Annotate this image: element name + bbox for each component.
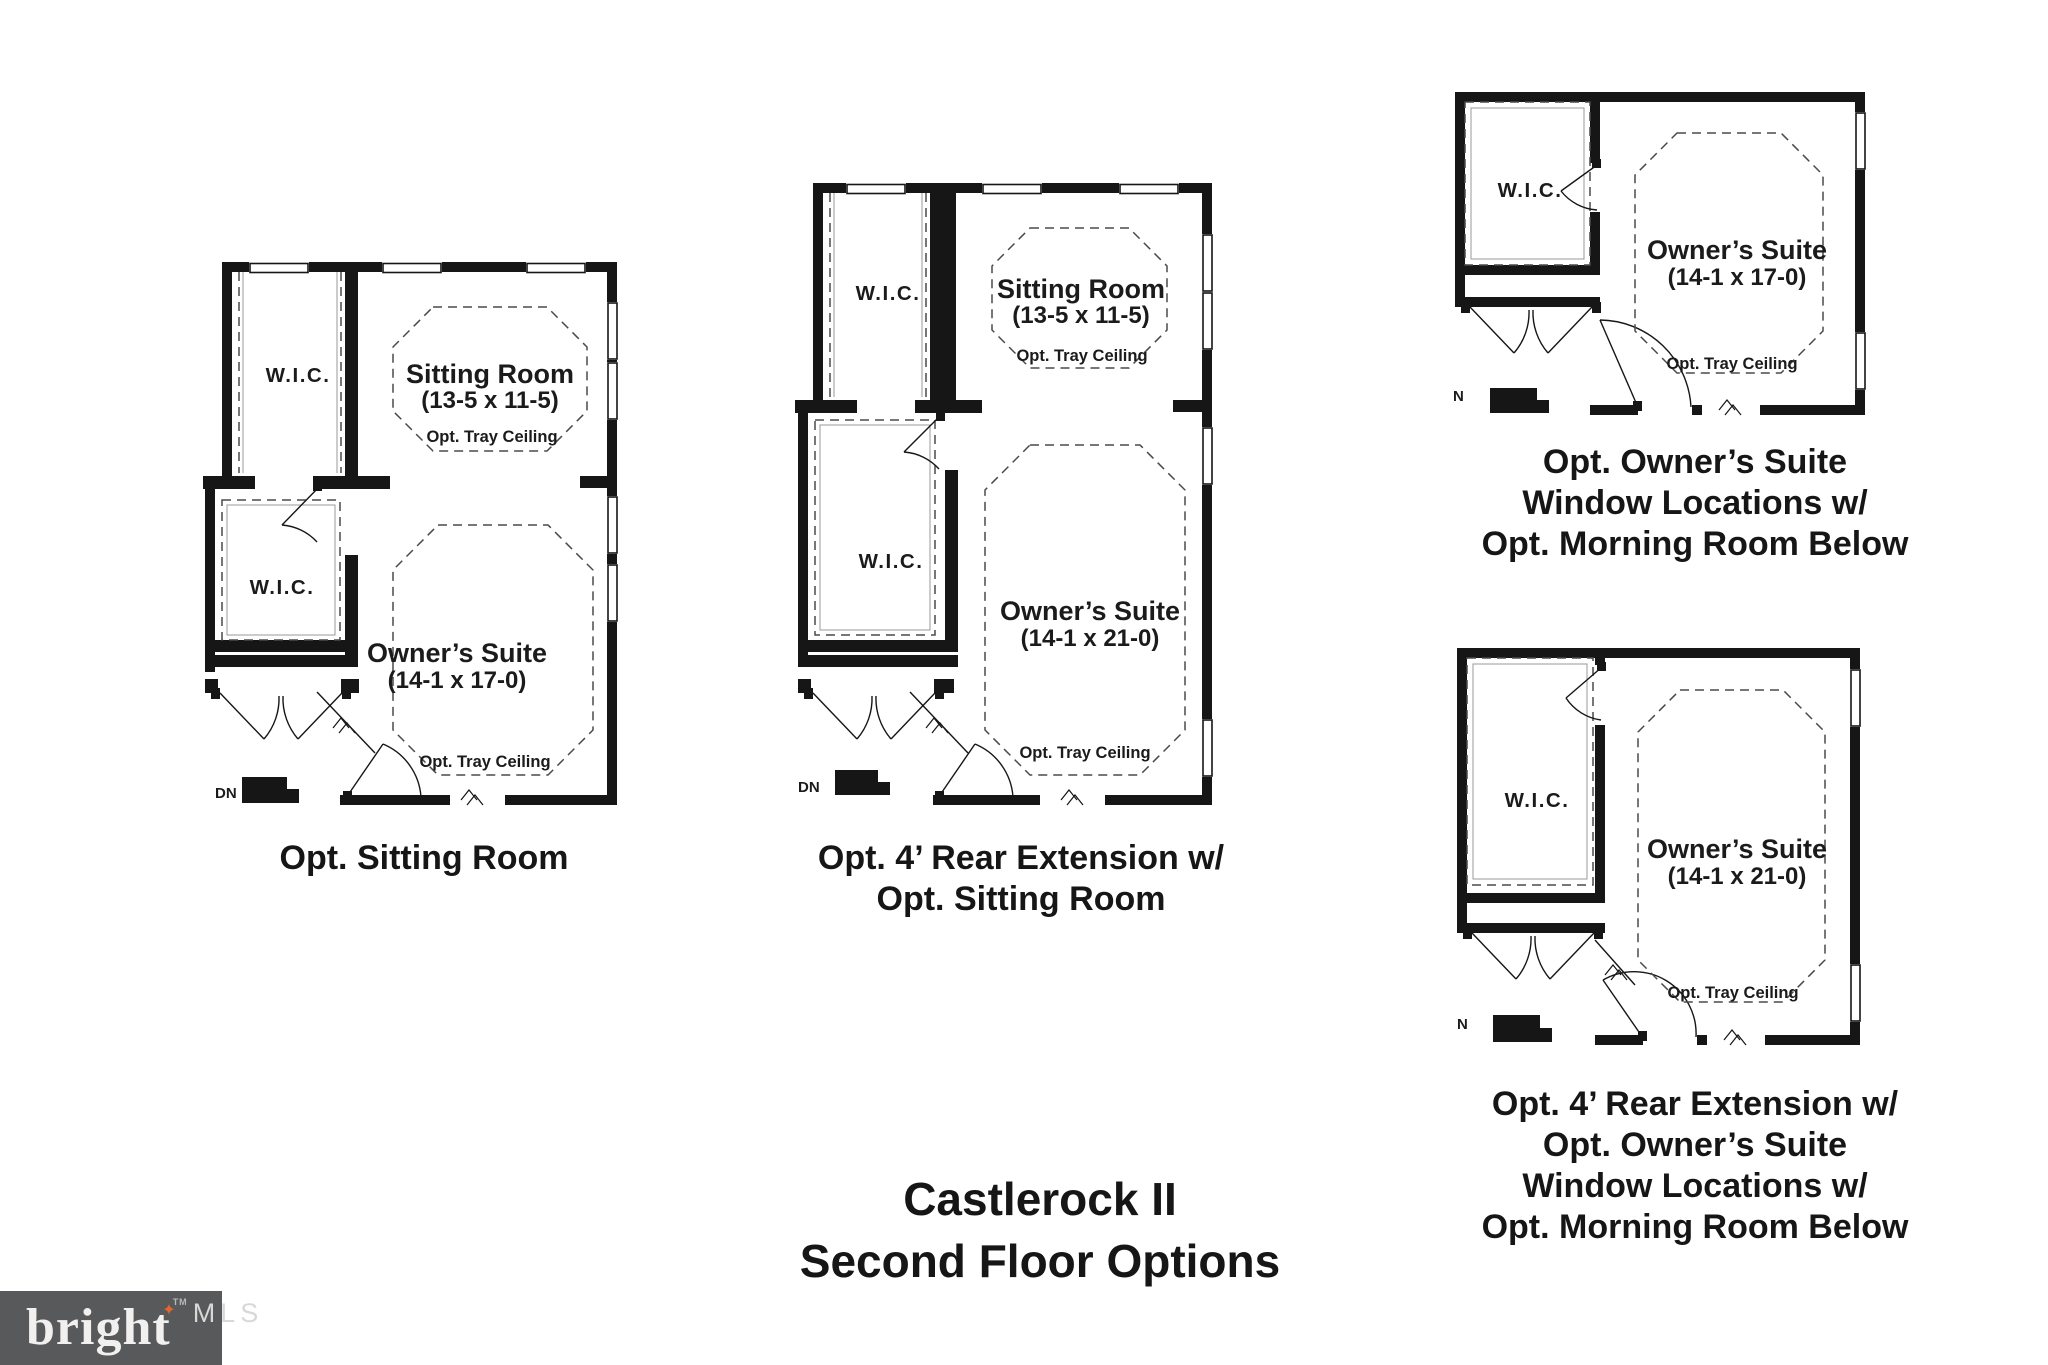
plan2-sitting-room-label: Sitting Room [997,274,1165,304]
logo-star-icon: ✦ [162,1300,177,1319]
plan2-owners-suite-label: Owner’s Suite [1000,596,1180,626]
logo-brand-text: bright✦TM [26,1297,188,1356]
plan4-owners-tray-label: Opt. Tray Ceiling [1667,984,1798,1002]
plan2-wic-lower-label: W.I.C. [859,550,924,573]
plan2-closet-lines [814,193,936,636]
page-title-line2: Second Floor Options [799,1235,1281,1287]
plan1-owners-tray-label: Opt. Tray Ceiling [419,753,550,771]
plan2-wic-top-label: W.I.C. [856,282,921,305]
plan3-caption: Opt. Owner’s Suite Window Locations w/ O… [1481,443,1909,563]
plan2-sitting-tray-label: Opt. Tray Ceiling [1016,347,1147,365]
plan1-walls [203,262,617,805]
plan1-sitting-room-label: Sitting Room [406,359,574,389]
plan2-owners-tray-label: Opt. Tray Ceiling [1019,744,1150,762]
plan2-owners-suite-dims: (14-1 x 21-0) [1021,625,1160,652]
plan3-doors [1460,159,1742,416]
plan3-tray-ceilings [1634,132,1824,374]
plan4-wic-label: W.I.C. [1505,789,1570,812]
plan2-sitting-room-dims: (13-5 x 11-5) [1012,302,1149,329]
plan4-stair-label: N [1457,1016,1468,1033]
plan4-floorplan: W.I.C. Owner’s Suite (14-1 x 21-0) Opt. … [1457,648,1866,1046]
plan4-tray-ceilings [1637,689,1826,1003]
plan1-floorplan: W.I.C. Sitting Room (13-5 x 11-5) Opt. T… [203,259,623,806]
plan1-wic-top-label: W.I.C. [266,364,331,387]
plan3-stairs [1490,388,1549,413]
logo-mls-text: MLS [192,1298,264,1328]
plan2-stairs [835,770,890,795]
plan1-caption: Opt. Sitting Room [279,839,569,877]
plan1-stairs [242,777,299,803]
plan3-owners-suite-label: Owner’s Suite [1647,235,1827,265]
plan2-floorplan: W.I.C. Sitting Room (13-5 x 11-5) Opt. T… [795,180,1218,806]
plan4-owners-suite-label: Owner’s Suite [1647,834,1827,864]
plan3-owners-tray-label: Opt. Tray Ceiling [1666,355,1797,373]
logo-tm-mark: TM [172,1297,188,1307]
plan4-doors [1462,662,1747,1046]
plan3-closet-lines [1464,101,1591,266]
plan4-caption: Opt. 4’ Rear Extension w/ Opt. Owner’s S… [1481,1085,1909,1246]
plan2-caption: Opt. 4’ Rear Extension w/ Opt. Sitting R… [817,839,1225,918]
plan1-owners-suite-label: Owner’s Suite [367,638,547,668]
plan3-walls [1455,92,1865,415]
plan3-floorplan: W.I.C. Owner’s Suite (14-1 x 17-0) Opt. … [1453,92,1871,416]
plan1-sitting-room-dims: (13-5 x 11-5) [421,387,558,414]
plan3-wic-label: W.I.C. [1498,179,1563,202]
plan2-windows [845,180,1218,778]
plan1-doors [210,481,484,806]
plan1-tray-ceilings [392,306,594,776]
plan3-stair-label: N [1453,388,1464,405]
plan4-closet-lines [1466,657,1594,886]
bright-mls-logo: bright✦TM MLS [0,1291,258,1365]
plan1-stair-label: DN [215,785,237,802]
plan1-closet-lines [221,272,342,641]
plan2-stair-label: DN [798,779,820,796]
plan1-wic-lower-label: W.I.C. [250,576,315,599]
page-title: Castlerock II Second Floor Options [740,1168,1340,1292]
plan4-stairs [1493,1015,1552,1042]
plan1-sitting-tray-label: Opt. Tray Ceiling [426,428,557,446]
plan4-owners-suite-dims: (14-1 x 21-0) [1668,863,1807,890]
page-title-line1: Castlerock II [903,1173,1177,1225]
plan4-walls [1457,648,1860,1045]
plan2-doors [803,411,1084,806]
plan3-owners-suite-dims: (14-1 x 17-0) [1668,264,1807,291]
plan1-owners-suite-dims: (14-1 x 17-0) [388,667,527,694]
plan2-tray-ceilings [984,227,1186,776]
